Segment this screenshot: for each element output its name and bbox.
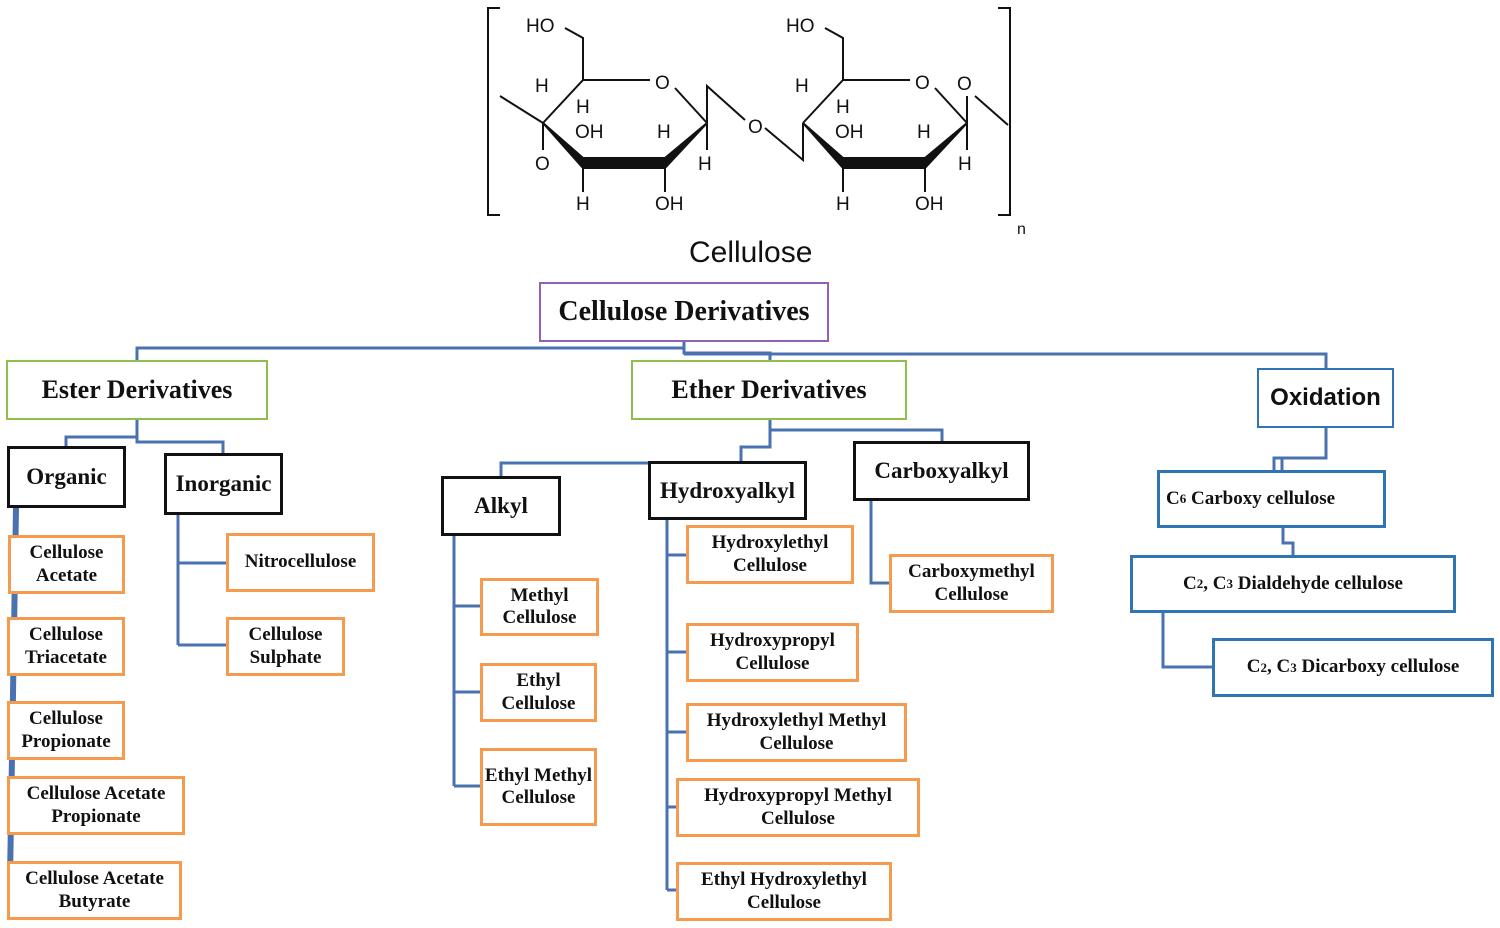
cellulose-structure xyxy=(487,7,1011,216)
atom-o-bridge: O xyxy=(748,117,763,138)
item-hydroxylethyl-cellulose: Hydroxylethyl Cellulose xyxy=(686,525,854,584)
atom-o-left: O xyxy=(535,154,550,175)
atom-h-4: H xyxy=(698,154,712,175)
atom-h-10: H xyxy=(836,194,850,215)
c6-subscript: 6 xyxy=(1179,491,1187,507)
item-hydroxylethyl-methyl-cellulose: Hydroxylethyl Methyl Cellulose xyxy=(686,703,907,762)
atom-o-right: O xyxy=(957,74,972,95)
atom-h-1: H xyxy=(535,76,549,97)
item-nitrocellulose: Nitrocellulose xyxy=(226,533,375,592)
subgroup-hydroxyalkyl: Hydroxyalkyl xyxy=(648,461,807,520)
tree-connectors xyxy=(7,342,1328,892)
right-bracket xyxy=(998,7,1011,216)
atom-h-9: H xyxy=(958,154,972,175)
subgroup-carboxyalkyl: Carboxyalkyl xyxy=(853,441,1030,501)
connector-root-ester xyxy=(135,342,686,360)
connector-c6-dialdehyde xyxy=(1281,528,1295,555)
connector-ether-hydroxyalkyl xyxy=(739,430,772,461)
item-carboxymethyl-cellulose: Carboxymethyl Cellulose xyxy=(889,554,1054,613)
atom-o-ring1: O xyxy=(655,73,670,94)
repeat-subscript: n xyxy=(1017,221,1026,238)
atom-ho-2: HO xyxy=(786,16,815,37)
item-hydroxypropyl-cellulose: Hydroxypropyl Cellulose xyxy=(686,623,859,682)
item-cellulose-acetate-butyrate: Cellulose Acetate Butyrate xyxy=(7,861,182,920)
connector-alkyl-items xyxy=(452,536,480,788)
root-cellulose-derivatives: Cellulose Derivatives xyxy=(539,282,829,342)
connector-oxidation-c6 xyxy=(1272,428,1328,470)
connector-dialdehyde-dicarboxy xyxy=(1161,613,1212,669)
item-ethyl-methyl-cellulose: Ethyl Methyl Cellulose xyxy=(480,748,597,826)
atom-h-8: H xyxy=(917,122,931,143)
c6-rest: Carboxy cellulose xyxy=(1186,487,1336,509)
category-oxidation: Oxidation xyxy=(1257,368,1394,428)
item-cellulose-propionate: Cellulose Propionate xyxy=(7,701,125,760)
item-cellulose-sulphate: Cellulose Sulphate xyxy=(226,617,345,676)
connector-carboxyalkyl-items xyxy=(869,501,889,585)
subgroup-alkyl: Alkyl xyxy=(441,476,561,536)
atom-oh-4: OH xyxy=(915,194,944,215)
item-cellulose-acetate-propionate: Cellulose Acetate Propionate xyxy=(7,776,185,835)
atom-oh-1: OH xyxy=(575,122,604,143)
connector-root-oxidation xyxy=(684,352,1328,368)
atom-h-7: H xyxy=(836,97,850,118)
atom-oh-2: OH xyxy=(655,194,684,215)
connector-ester-organic xyxy=(64,420,139,446)
item-ethyl-cellulose: Ethyl Cellulose xyxy=(480,663,597,722)
cellulose-structure-labels: HO O H H OH H O H H OH O HO O O H H OH H… xyxy=(526,16,1026,269)
category-ester-derivatives: Ester Derivatives xyxy=(6,360,268,420)
category-ether-derivatives: Ether Derivatives xyxy=(631,360,907,420)
atom-h-6: H xyxy=(795,76,809,97)
atom-o-ring2: O xyxy=(915,73,930,94)
connector-hydroxyalkyl-items xyxy=(665,520,686,892)
c6-letter: C xyxy=(1166,487,1180,509)
subgroup-organic: Organic xyxy=(7,446,126,508)
subgroup-inorganic: Inorganic xyxy=(164,453,283,515)
atom-oh-3: OH xyxy=(835,122,864,143)
structure-caption: Cellulose xyxy=(689,236,812,269)
connector-ester-inorganic xyxy=(135,437,225,453)
item-ethyl-hydroxylethyl-cellulose: Ethyl Hydroxylethyl Cellulose xyxy=(676,862,892,921)
item-cellulose-acetate: Cellulose Acetate xyxy=(8,535,125,594)
atom-h-5: H xyxy=(576,194,590,215)
ring1-top xyxy=(542,79,650,124)
atom-h-3: H xyxy=(657,122,671,143)
ring2-top xyxy=(802,79,910,124)
connector-inorganic-items xyxy=(176,513,226,647)
item-methyl-cellulose: Methyl Cellulose xyxy=(480,578,599,636)
left-bracket xyxy=(487,7,500,216)
connector-ether-carboxyalkyl xyxy=(768,420,944,441)
atom-ho-1: HO xyxy=(526,16,555,37)
atom-h-2: H xyxy=(576,97,590,118)
item-hydroxypropyl-methyl-cellulose: Hydroxypropyl Methyl Cellulose xyxy=(676,778,920,837)
connector-alkyl xyxy=(499,461,648,476)
item-cellulose-triacetate: Cellulose Triacetate xyxy=(7,617,125,676)
